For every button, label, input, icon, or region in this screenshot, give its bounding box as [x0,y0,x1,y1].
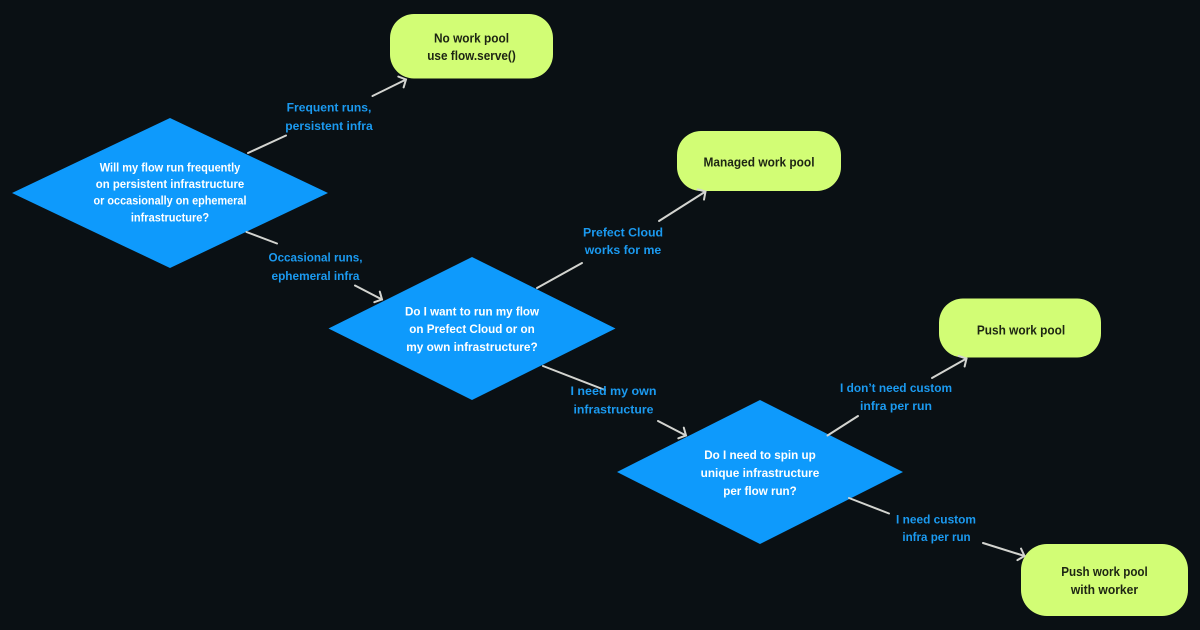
svg-text:ephemeral infra: ephemeral infra [272,269,360,283]
svg-text:I need my own: I need my own [571,384,657,398]
svg-text:Managed work pool: Managed work pool [704,154,815,169]
svg-text:infra per run: infra per run [902,530,970,544]
svg-text:Push work pool: Push work pool [1061,564,1148,579]
svg-text:infrastructure?: infrastructure? [131,210,209,224]
svg-text:my own infrastructure?: my own infrastructure? [406,340,537,354]
svg-text:Do I need to spin up: Do I need to spin up [704,448,816,462]
svg-text:unique infrastructure: unique infrastructure [701,466,820,480]
svg-text:I don’t need custom: I don’t need custom [840,381,952,395]
svg-text:Do I want to run my flow: Do I want to run my flow [405,305,540,319]
svg-text:on persistent infrastructure: on persistent infrastructure [96,177,245,191]
svg-text:works for me: works for me [584,243,662,257]
svg-text:Prefect Cloud: Prefect Cloud [583,226,663,240]
svg-text:Will my flow run frequently: Will my flow run frequently [100,161,241,175]
svg-text:on Prefect Cloud or on: on Prefect Cloud or on [409,322,534,336]
svg-text:use flow.serve(): use flow.serve() [427,48,516,63]
svg-text:infra per run: infra per run [860,399,932,413]
svg-text:Push work pool: Push work pool [977,323,1065,338]
svg-text:with worker: with worker [1070,582,1138,597]
svg-text:Occasional runs,: Occasional runs, [269,251,363,265]
svg-text:persistent infra: persistent infra [285,119,373,133]
svg-text:Frequent runs,: Frequent runs, [287,101,372,115]
svg-text:per flow run?: per flow run? [723,484,797,498]
svg-text:or occasionally on ephemeral: or occasionally on ephemeral [94,194,247,208]
svg-text:I need custom: I need custom [896,513,976,527]
svg-text:infrastructure: infrastructure [574,403,654,417]
svg-text:No work pool: No work pool [434,31,509,46]
